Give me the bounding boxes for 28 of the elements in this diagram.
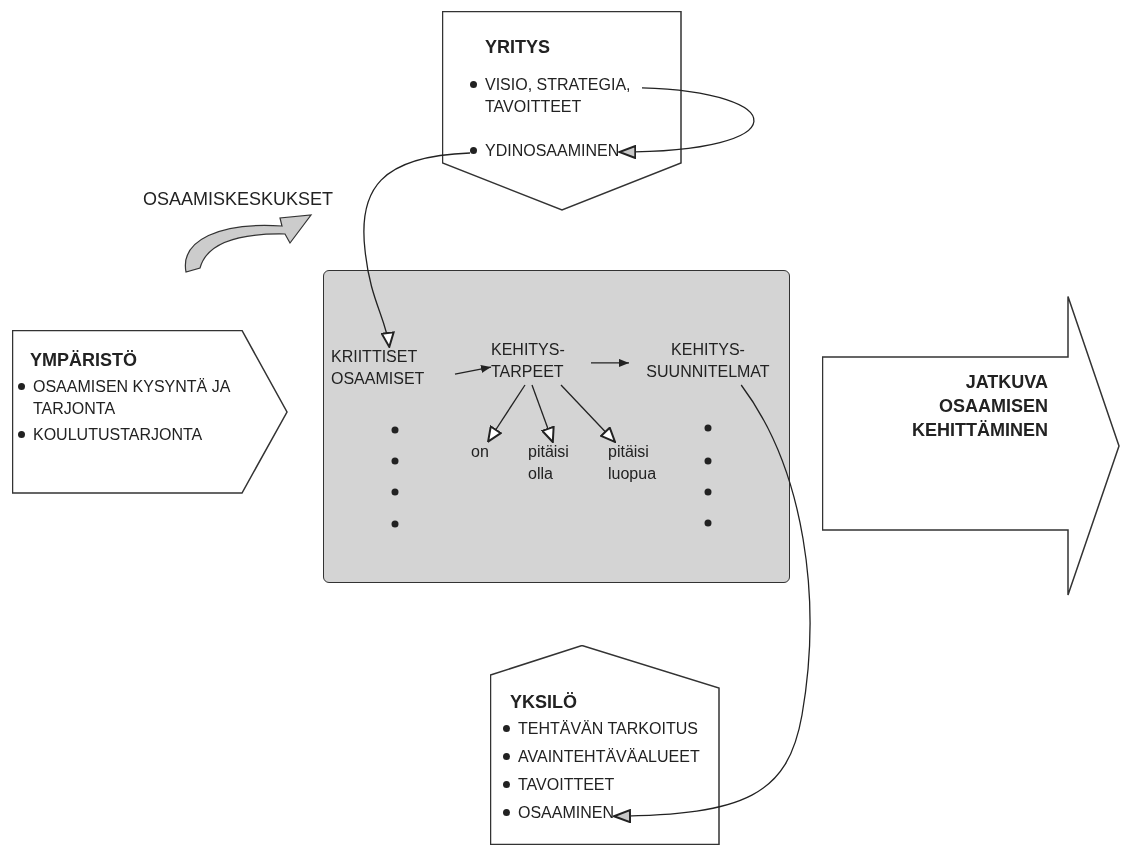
step-text: pitäisi olla: [528, 441, 590, 491]
list-item-text: OSAAMISEN KYSYNTÄ JA TARJONTA: [33, 377, 230, 419]
arrow: [487, 384, 526, 443]
list-item-text: TEHTÄVÄN TARKOITUS: [518, 719, 698, 739]
list-item-text: YDINOSAAMINEN: [485, 141, 620, 161]
heading-text: YRITYS: [485, 36, 550, 59]
step-text: pitäisi luopua: [608, 441, 678, 491]
step-text: KRIITTISET OSAAMISET: [331, 346, 455, 392]
list-item-text: TAVOITTEET: [518, 775, 615, 795]
step-text: on: [471, 441, 501, 467]
arrow-text: JATKUVA OSAAMISEN KEHITTÄMINEN: [911, 371, 1048, 442]
arrow: [618, 87, 755, 159]
process-panel: [323, 270, 790, 583]
list-item-text: OSAAMINEN: [518, 803, 614, 823]
arrow: [613, 384, 811, 823]
arrow: [363, 152, 471, 348]
step-text: KEHITYS- TARPEET: [491, 339, 591, 385]
list-item-text: KOULUTUSTARJONTA: [33, 425, 203, 445]
heading-text: YKSILÖ: [510, 691, 577, 714]
arrow: [560, 384, 616, 443]
arrow: [454, 365, 492, 375]
step-text: KEHITYS- SUUNNITELMAT: [629, 339, 787, 385]
arrow: [590, 358, 630, 367]
center-label: OSAAMISKESKUKSET: [143, 188, 334, 211]
arrow: [531, 384, 555, 443]
heading-text: YMPÄRISTÖ: [30, 349, 138, 372]
list-item-text: AVAINTEHTÄVÄALUEET: [518, 747, 700, 767]
list-item-text: VISIO, STRATEGIA, TAVOITTEET: [485, 75, 632, 117]
